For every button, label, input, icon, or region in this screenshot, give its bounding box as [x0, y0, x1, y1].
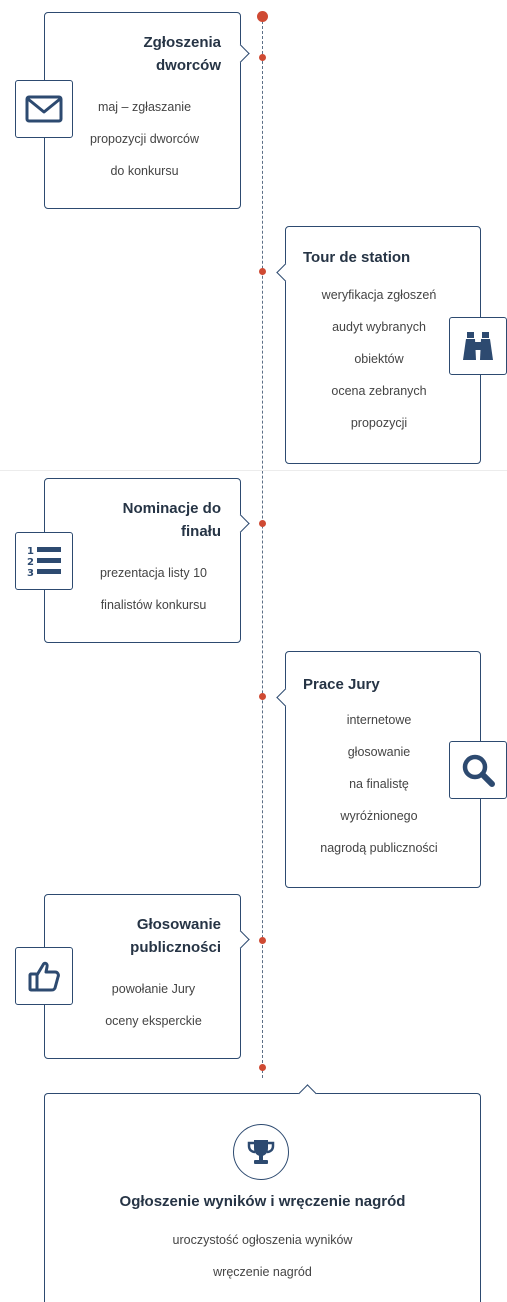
- stage-line: internetowe: [346, 713, 412, 727]
- final-line: uroczystość ogłoszenia wyników: [172, 1233, 353, 1247]
- svg-text:2: 2: [27, 557, 34, 568]
- svg-text:3: 3: [27, 568, 34, 579]
- stage-line: weryfikacja zgłoszeń: [321, 288, 437, 302]
- stage-title: Głosowanie publiczności: [45, 913, 221, 959]
- stage-title-line: dworców: [155, 57, 221, 74]
- timeline-line: [262, 16, 263, 1078]
- stage-line: oceny eksperckie: [105, 1014, 202, 1028]
- stage-description: maj – zgłaszanie propozycji dworców do k…: [45, 91, 240, 187]
- stage-title: Prace Jury: [303, 673, 480, 696]
- final-description: uroczystość ogłoszenia wyników wręczenie…: [45, 1224, 480, 1288]
- stage-title: Nominacje do finału: [45, 497, 221, 543]
- stage-title-line: Nominacje do: [122, 500, 221, 517]
- stage-title: Tour de station: [303, 246, 480, 269]
- stage-card-tour-de-station: Tour de station weryfikacja zgłoszeń aud…: [276, 226, 481, 464]
- stage-line: na finalistę: [349, 777, 409, 791]
- timeline-dot: [259, 54, 266, 61]
- search-icon: [449, 741, 507, 799]
- stage-line: maj – zgłaszanie: [97, 100, 192, 114]
- timeline-dot: [259, 1064, 266, 1071]
- stage-card-submissions: Zgłoszenia dworców maj – zgłaszanie prop…: [44, 12, 250, 209]
- timeline-start-dot: [257, 11, 268, 22]
- stage-description: powołanie Jury oceny eksperckie: [45, 973, 240, 1037]
- stage-line: finalistów konkursu: [100, 598, 207, 612]
- stage-title-line: Tour de station: [303, 249, 411, 266]
- stage-card-jury: Prace Jury internetowe głosowanie na fin…: [276, 651, 481, 888]
- stage-description: prezentacja listy 10 finalistów konkursu: [45, 557, 240, 621]
- binoculars-icon: [449, 317, 507, 375]
- stage-title-line: finału: [181, 523, 221, 540]
- stage-card-nominations: Nominacje do finału prezentacja listy 10…: [44, 478, 250, 643]
- stage-description: internetowe głosowanie na finalistę wyró…: [286, 704, 480, 864]
- section-divider: [0, 470, 507, 471]
- stage-line: wyróżnionego: [340, 809, 418, 823]
- stage-title-line: Zgłoszenia: [143, 34, 221, 51]
- stage-line: audyt wybranych: [332, 320, 426, 334]
- timeline-dot: [259, 520, 266, 527]
- timeline-dot: [259, 693, 266, 700]
- final-card-results: Ogłoszenie wyników i wręczenie nagród ur…: [44, 1084, 481, 1302]
- trophy-icon: [233, 1124, 289, 1180]
- stage-title-line: publiczności: [130, 939, 221, 956]
- stage-line: prezentacja listy 10: [99, 566, 207, 580]
- final-title: Ogłoszenie wyników i wręczenie nagród: [119, 1193, 406, 1210]
- card-pointer: [298, 1084, 317, 1103]
- final-line: wręczenie nagród: [213, 1265, 312, 1279]
- stage-line: obiektów: [354, 352, 404, 366]
- svg-text:1: 1: [27, 546, 34, 557]
- stage-line: nagrodą publiczności: [320, 841, 438, 855]
- stage-line: propozycji dworców: [89, 132, 200, 146]
- stage-line: do konkursu: [110, 164, 179, 178]
- thumbs-up-icon: [15, 947, 73, 1005]
- stage-line: głosowanie: [347, 745, 411, 759]
- timeline-dot: [259, 268, 266, 275]
- stage-line: powołanie Jury: [111, 982, 196, 996]
- timeline-dot: [259, 937, 266, 944]
- numbered-list-icon: 1 2 3: [15, 532, 73, 590]
- stage-line: ocena zebranych: [331, 384, 427, 398]
- stage-description: weryfikacja zgłoszeń audyt wybranych obi…: [286, 279, 480, 439]
- stage-title-line: Głosowanie: [136, 916, 221, 933]
- stage-card-public-vote: Głosowanie publiczności powołanie Jury o…: [44, 894, 250, 1059]
- stage-line: propozycji: [350, 416, 408, 430]
- stage-title: Zgłoszenia dworców: [45, 31, 221, 77]
- stage-title-line: Prace Jury: [303, 676, 380, 693]
- envelope-icon: [15, 80, 73, 138]
